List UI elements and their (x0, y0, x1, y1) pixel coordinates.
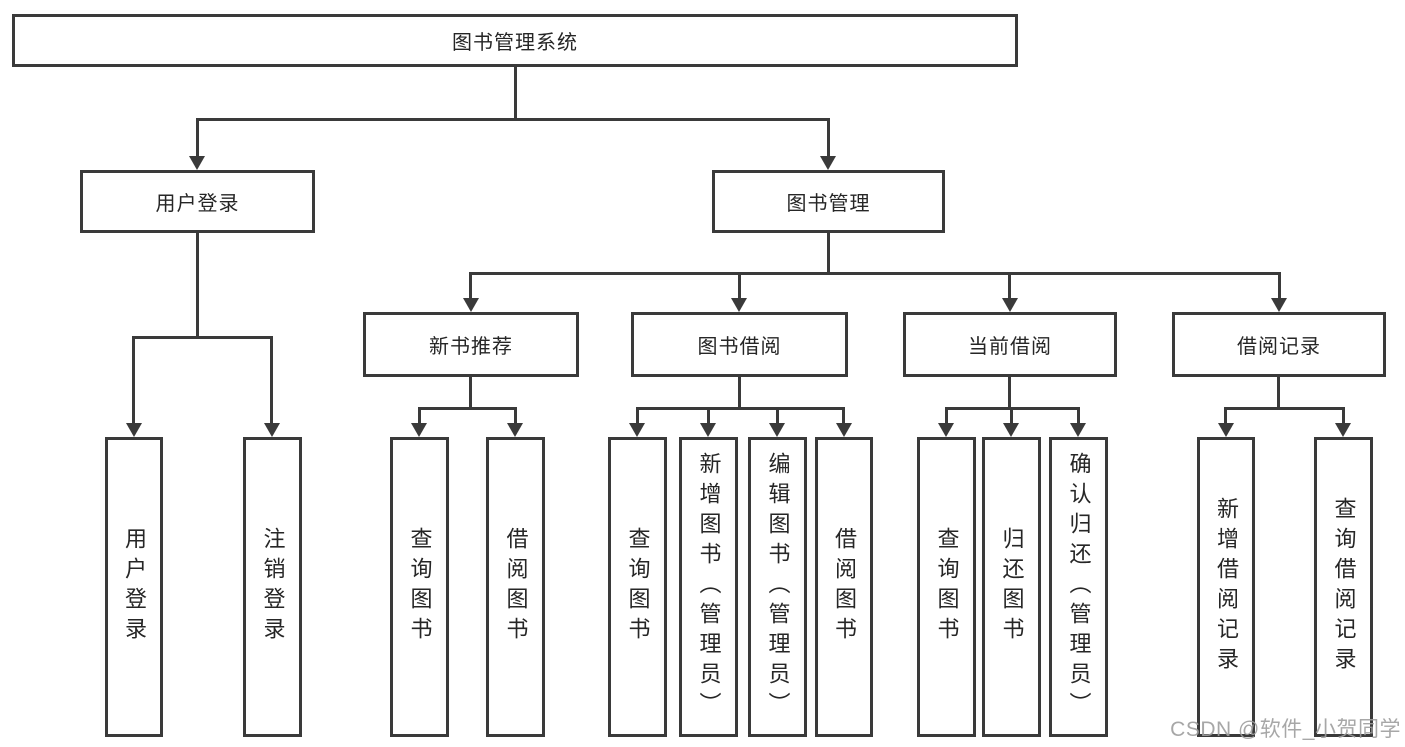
arrowhead-down-icon (700, 423, 716, 437)
connector-vline (270, 336, 273, 425)
csdn-watermark: CSDN @软件_小贺同学 (1170, 718, 1401, 741)
arrowhead-down-icon (836, 423, 852, 437)
arrowhead-down-icon (938, 423, 954, 437)
arrowhead-down-icon (1002, 298, 1018, 312)
leaf-label: 归还图书 (999, 527, 1025, 647)
leaf-query-books-recommend: 查询图书 (390, 437, 449, 737)
leaf-add-book-admin: 新增图书（管理员） (679, 437, 738, 737)
connector-vline (1278, 272, 1281, 300)
connector-hline (132, 336, 273, 339)
node-new-book-recommendation: 新书推荐 (363, 312, 579, 377)
leaf-query-books-borrow: 查询图书 (608, 437, 667, 737)
leaf-label: 确认归还（管理员） (1066, 452, 1092, 722)
connector-vline (418, 407, 421, 425)
leaf-return-books: 归还图书 (982, 437, 1041, 737)
leaf-label: 编辑图书（管理员） (765, 452, 791, 722)
connector-vline (738, 377, 741, 410)
leaf-label: 借阅图书 (832, 527, 857, 647)
connector-vline (1077, 407, 1080, 425)
connector-hline (469, 272, 1281, 275)
arrowhead-down-icon (1271, 298, 1287, 312)
leaf-borrow-books: 借阅图书 (815, 437, 873, 737)
leaf-label: 借阅图书 (503, 527, 529, 647)
node-library-management-system: 图书管理系统 (12, 14, 1018, 67)
arrowhead-down-icon (507, 423, 523, 437)
connector-vline (827, 118, 830, 158)
connector-vline (707, 407, 710, 425)
connector-vline (1008, 377, 1011, 410)
leaf-label: 查询图书 (934, 527, 960, 647)
node-book-management: 图书管理 (712, 170, 945, 233)
connector-vline (196, 233, 199, 336)
leaf-confirm-return-admin: 确认归还（管理员） (1049, 437, 1108, 737)
leaf-query-borrow-record: 查询借阅记录 (1314, 437, 1373, 737)
arrowhead-down-icon (820, 156, 836, 170)
connector-vline (945, 407, 948, 425)
node-book-borrowing: 图书借阅 (631, 312, 848, 377)
connector-vline (514, 67, 517, 118)
leaf-query-books-current: 查询图书 (917, 437, 976, 737)
node-label: 借阅记录 (1237, 336, 1321, 358)
connector-vline (776, 407, 779, 425)
leaf-label: 查询图书 (407, 527, 433, 647)
leaf-label: 查询借阅记录 (1331, 497, 1357, 677)
node-label: 图书借阅 (697, 336, 782, 358)
leaf-add-borrow-record: 新增借阅记录 (1197, 437, 1255, 737)
node-label: 图书管理系统 (452, 32, 578, 54)
arrowhead-down-icon (411, 423, 427, 437)
arrowhead-down-icon (769, 423, 785, 437)
connector-vline (1008, 272, 1011, 300)
node-label: 新书推荐 (429, 336, 513, 358)
leaf-label: 新增图书（管理员） (696, 452, 722, 722)
connector-hline (418, 407, 517, 410)
leaf-label: 新增借阅记录 (1214, 497, 1239, 677)
connector-vline (469, 377, 472, 410)
connector-vline (469, 272, 472, 300)
connector-vline (738, 272, 741, 300)
connector-vline (514, 407, 517, 425)
connector-vline (636, 407, 639, 425)
connector-vline (1224, 407, 1227, 425)
node-label: 图书管理 (786, 193, 871, 215)
arrowhead-down-icon (463, 298, 479, 312)
connector-vline (1277, 377, 1280, 410)
node-label: 当前借阅 (968, 336, 1052, 358)
node-label: 用户登录 (155, 193, 240, 215)
arrowhead-down-icon (189, 156, 205, 170)
connector-hline (1224, 407, 1345, 410)
leaf-user-login: 用户登录 (105, 437, 163, 737)
node-borrowing-records: 借阅记录 (1172, 312, 1386, 377)
leaf-edit-book-admin: 编辑图书（管理员） (748, 437, 807, 737)
leaf-label: 查询图书 (625, 527, 651, 647)
node-user-login: 用户登录 (80, 170, 315, 233)
leaf-logout: 注销登录 (243, 437, 302, 737)
connector-vline (132, 336, 135, 425)
arrowhead-down-icon (264, 423, 280, 437)
connector-vline (1342, 407, 1345, 425)
connector-vline (196, 118, 199, 158)
arrowhead-down-icon (1070, 423, 1086, 437)
node-current-borrowing: 当前借阅 (903, 312, 1117, 377)
arrowhead-down-icon (731, 298, 747, 312)
connector-vline (827, 233, 830, 275)
arrowhead-down-icon (1218, 423, 1234, 437)
leaf-borrow-books-recommend: 借阅图书 (486, 437, 545, 737)
leaf-label: 注销登录 (260, 527, 286, 647)
connector-hline (196, 118, 830, 121)
arrowhead-down-icon (126, 423, 142, 437)
connector-vline (1010, 407, 1013, 425)
leaf-label: 用户登录 (122, 527, 147, 647)
arrowhead-down-icon (1003, 423, 1019, 437)
connector-vline (842, 407, 845, 425)
arrowhead-down-icon (629, 423, 645, 437)
arrowhead-down-icon (1335, 423, 1351, 437)
connector-hline (636, 407, 845, 410)
